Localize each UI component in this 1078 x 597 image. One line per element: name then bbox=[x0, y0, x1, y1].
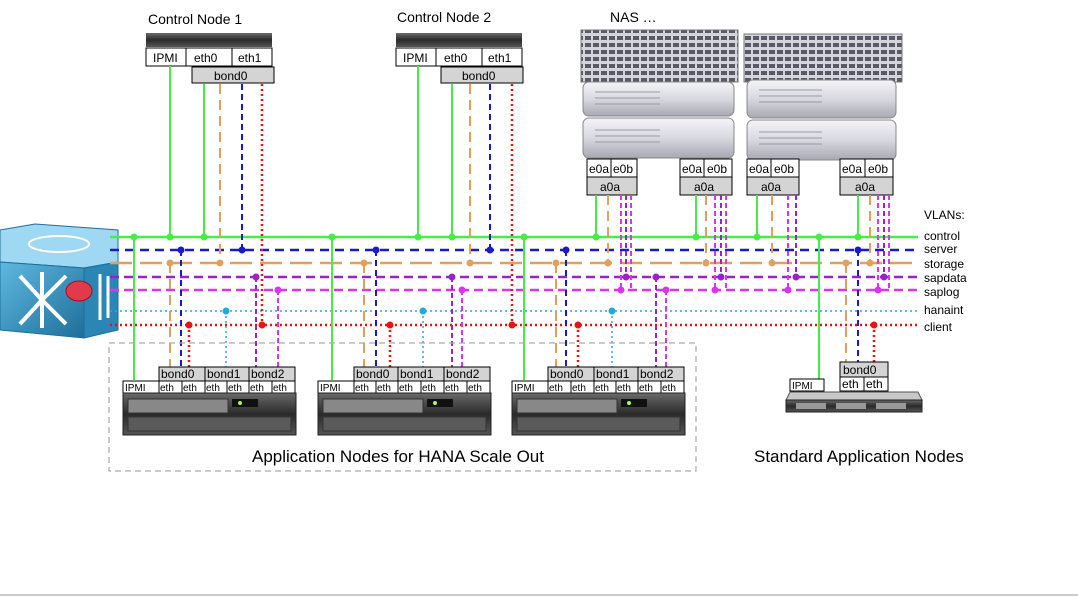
port-label: eth bbox=[377, 383, 391, 394]
port-label: e0b bbox=[613, 162, 633, 176]
bond-label: bond2 bbox=[251, 367, 285, 381]
port-label: IPMI bbox=[514, 383, 535, 394]
bond-label: bond1 bbox=[400, 367, 434, 381]
control-node-2-title: Control Node 2 bbox=[397, 9, 491, 25]
standard-app-node: bond0 IPMI eth eth bbox=[785, 361, 923, 413]
connection-dots bbox=[130, 233, 888, 329]
port-label: eth bbox=[468, 383, 482, 394]
port-label: eth1 bbox=[488, 51, 512, 65]
vlan-label: saplog bbox=[924, 285, 959, 299]
port-label: eth bbox=[355, 383, 369, 394]
port-label: e0a bbox=[749, 162, 769, 176]
bond-label: bond0 bbox=[214, 69, 248, 83]
nas-title: NAS … bbox=[610, 9, 657, 25]
server-icon bbox=[785, 391, 923, 413]
nas-ports-2: e0a e0b a0a bbox=[679, 158, 733, 196]
port-label: eth bbox=[866, 377, 883, 391]
port-label: eth bbox=[422, 383, 436, 394]
vlan-label: client bbox=[924, 320, 953, 334]
port-label: eth bbox=[549, 383, 563, 394]
hana-node-1: bond0 bond1 bond2 IPMI eth eth eth eth e… bbox=[122, 366, 297, 436]
nas-ports-4: e0a e0b a0a bbox=[839, 158, 894, 196]
server-icon bbox=[122, 392, 297, 436]
port-label: eth bbox=[617, 383, 631, 394]
port-label: eth bbox=[445, 383, 459, 394]
bond-label: a0a bbox=[855, 180, 875, 194]
network-connections bbox=[133, 66, 890, 380]
vlan-label: control bbox=[924, 229, 960, 243]
port-label: eth bbox=[572, 383, 586, 394]
vlan-label: hanaint bbox=[924, 303, 964, 317]
port-label: e0a bbox=[682, 162, 702, 176]
port-label: eth bbox=[399, 383, 413, 394]
hana-group-label: Application Nodes for HANA Scale Out bbox=[252, 447, 544, 466]
vlan-buses bbox=[110, 235, 918, 327]
control-node-1-title: Control Node 1 bbox=[148, 11, 242, 27]
bond-label: bond0 bbox=[550, 367, 584, 381]
bond-label: bond0 bbox=[356, 367, 390, 381]
control-node-2-server bbox=[396, 33, 522, 47]
bond-label: bond1 bbox=[207, 367, 241, 381]
bond-label: bond1 bbox=[596, 367, 630, 381]
vlan-label: sapdata bbox=[924, 271, 967, 285]
hana-node-3: bond0 bond1 bond2 IPMI eth eth eth eth e… bbox=[511, 366, 686, 436]
standard-group-label: Standard Application Nodes bbox=[754, 447, 964, 466]
port-label: IPMI bbox=[403, 51, 428, 65]
port-label: IPMI bbox=[153, 51, 178, 65]
hana-group-border bbox=[108, 342, 697, 472]
vlan-legend-header: VLANs: bbox=[924, 208, 965, 222]
port-label: IPMI bbox=[792, 381, 813, 392]
port-label: eth bbox=[160, 383, 174, 394]
port-label: eth bbox=[228, 383, 242, 394]
port-label: eth bbox=[250, 383, 264, 394]
port-label: eth bbox=[842, 377, 859, 391]
server-icon bbox=[317, 392, 492, 436]
nas-storage-array-icon bbox=[580, 29, 903, 161]
bond-label: bond2 bbox=[446, 367, 480, 381]
bond-label: bond0 bbox=[843, 363, 877, 377]
port-label: IPMI bbox=[125, 383, 146, 394]
vlan-label: server bbox=[924, 242, 957, 256]
control-node-2-ports: IPMI eth0 eth1 bond0 bbox=[395, 47, 524, 84]
port-label: e0a bbox=[842, 162, 862, 176]
port-label: eth0 bbox=[194, 51, 218, 65]
port-label: e0a bbox=[589, 162, 609, 176]
hana-node-2: bond0 bond1 bond2 IPMI eth eth eth eth e… bbox=[317, 366, 492, 436]
port-label: eth bbox=[639, 383, 653, 394]
bond-label: a0a bbox=[694, 180, 714, 194]
port-label: eth bbox=[595, 383, 609, 394]
bond-label: bond2 bbox=[640, 367, 674, 381]
port-label: eth1 bbox=[238, 51, 262, 65]
port-label: e0b bbox=[774, 162, 794, 176]
nas-ports-3: e0a e0b a0a bbox=[746, 158, 800, 196]
vlan-label: storage bbox=[924, 257, 964, 271]
nas-ports-1: e0a e0b a0a bbox=[586, 158, 638, 196]
server-icon bbox=[511, 392, 686, 436]
bond-label: bond0 bbox=[161, 367, 195, 381]
bond-label: bond0 bbox=[462, 69, 496, 83]
port-label: eth bbox=[662, 383, 676, 394]
bond-label: a0a bbox=[761, 180, 781, 194]
port-label: IPMI bbox=[320, 383, 341, 394]
port-label: eth bbox=[183, 383, 197, 394]
port-label: e0b bbox=[868, 162, 888, 176]
control-node-1-server bbox=[146, 33, 272, 47]
port-label: e0b bbox=[707, 162, 727, 176]
port-label: eth bbox=[273, 383, 287, 394]
bond-label: a0a bbox=[600, 180, 620, 194]
port-label: eth bbox=[206, 383, 220, 394]
port-label: eth0 bbox=[444, 51, 468, 65]
vlan-legend: VLANs: control server storage sapdata sa… bbox=[924, 208, 967, 334]
network-switch-icon bbox=[0, 223, 119, 339]
control-node-1-ports: IPMI eth0 eth1 bond0 bbox=[145, 47, 275, 84]
